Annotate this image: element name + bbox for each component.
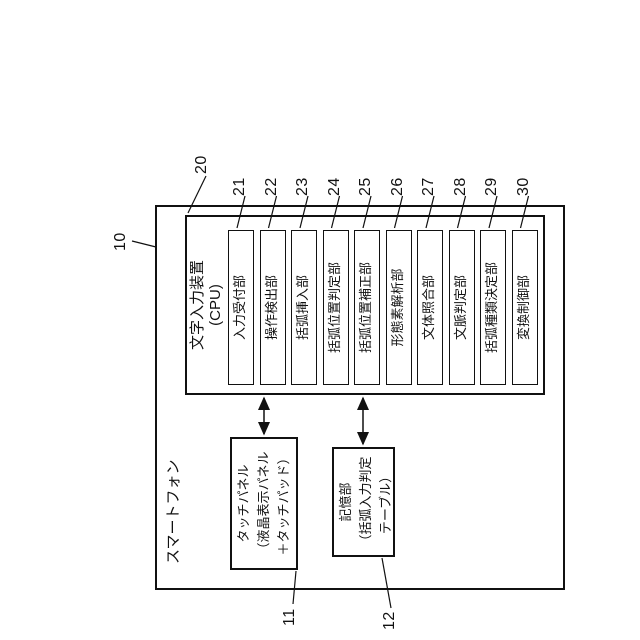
unit-box-bracket-position-correct: 括弧位置補正部 — [354, 230, 380, 385]
leader-ref-22 — [267, 195, 278, 229]
cpu-title-line2: (CPU) — [207, 284, 224, 326]
ref-label-unit-26: 26 — [388, 177, 406, 196]
unit-box-bracket-position-judge: 括弧位置判定部 — [322, 230, 349, 385]
unit-box-bracket-type-decide: 括弧種類決定部 — [480, 230, 506, 385]
leader-ref-28 — [456, 195, 467, 229]
unit-box-context-judge: 文脈判定部 — [448, 230, 475, 385]
leader-ref-27 — [425, 195, 435, 229]
memory-line1: 記憶部 — [338, 482, 353, 522]
leader-ref-26 — [393, 195, 404, 229]
touch-panel-line3: ＋タッチパッド） — [276, 451, 291, 556]
ref-label-unit-24: 24 — [325, 177, 343, 196]
ref-label-unit-28: 28 — [451, 177, 469, 196]
leader-ref-20 — [187, 175, 207, 214]
touch-panel-box: タッチパネル （液晶表示パネル ＋タッチパッド） — [230, 437, 298, 570]
ref-label-outer: 10 — [112, 232, 129, 251]
memory-line3: テーブル） — [378, 469, 393, 535]
ref-label-unit-25: 25 — [357, 177, 374, 196]
leader-ref-25 — [362, 195, 372, 229]
cpu-title: 文字入力装置 (CPU) — [189, 215, 225, 395]
unit-box-input-reception: 入力受付部 — [228, 230, 254, 385]
ref-label-memory: 12 — [381, 611, 398, 630]
leader-ref-10 — [131, 240, 157, 248]
smartphone-label: スマートフォン — [165, 459, 182, 564]
leader-ref-23 — [299, 195, 309, 229]
memory-line2: （括弧入力判定 — [358, 456, 373, 548]
ref-label-unit-29: 29 — [483, 177, 500, 196]
ref-label-unit-30: 30 — [514, 177, 532, 196]
leader-ref-29 — [488, 195, 498, 229]
ref-label-inner: 20 — [193, 155, 210, 174]
leader-ref-24 — [330, 195, 341, 229]
leader-ref-11 — [292, 570, 297, 605]
touch-panel-line2: （液晶表示パネル — [256, 451, 271, 556]
unit-box-style-matching: 文体照合部 — [417, 230, 443, 385]
ref-label-unit-22: 22 — [262, 177, 280, 196]
ref-label-unit-21: 21 — [231, 177, 248, 196]
unit-box-conversion-control: 変換制御部 — [511, 230, 538, 385]
leader-ref-30 — [519, 195, 530, 229]
unit-box-bracket-insertion: 括弧挿入部 — [291, 230, 317, 385]
ref-label-unit-23: 23 — [294, 177, 311, 196]
ref-label-unit-27: 27 — [420, 177, 437, 196]
memory-box: 記憶部 （括弧入力判定 テーブル） — [332, 447, 395, 557]
cpu-title-line1: 文字入力装置 — [189, 260, 206, 351]
unit-box-operation-detection: 操作検出部 — [259, 230, 286, 385]
leader-ref-12 — [381, 557, 392, 609]
leader-ref-21 — [236, 195, 246, 229]
unit-box-morpheme-analysis: 形態素解析部 — [385, 230, 412, 385]
touch-panel-line1: タッチパネル — [236, 464, 251, 543]
ref-label-touch: 11 — [281, 608, 298, 626]
